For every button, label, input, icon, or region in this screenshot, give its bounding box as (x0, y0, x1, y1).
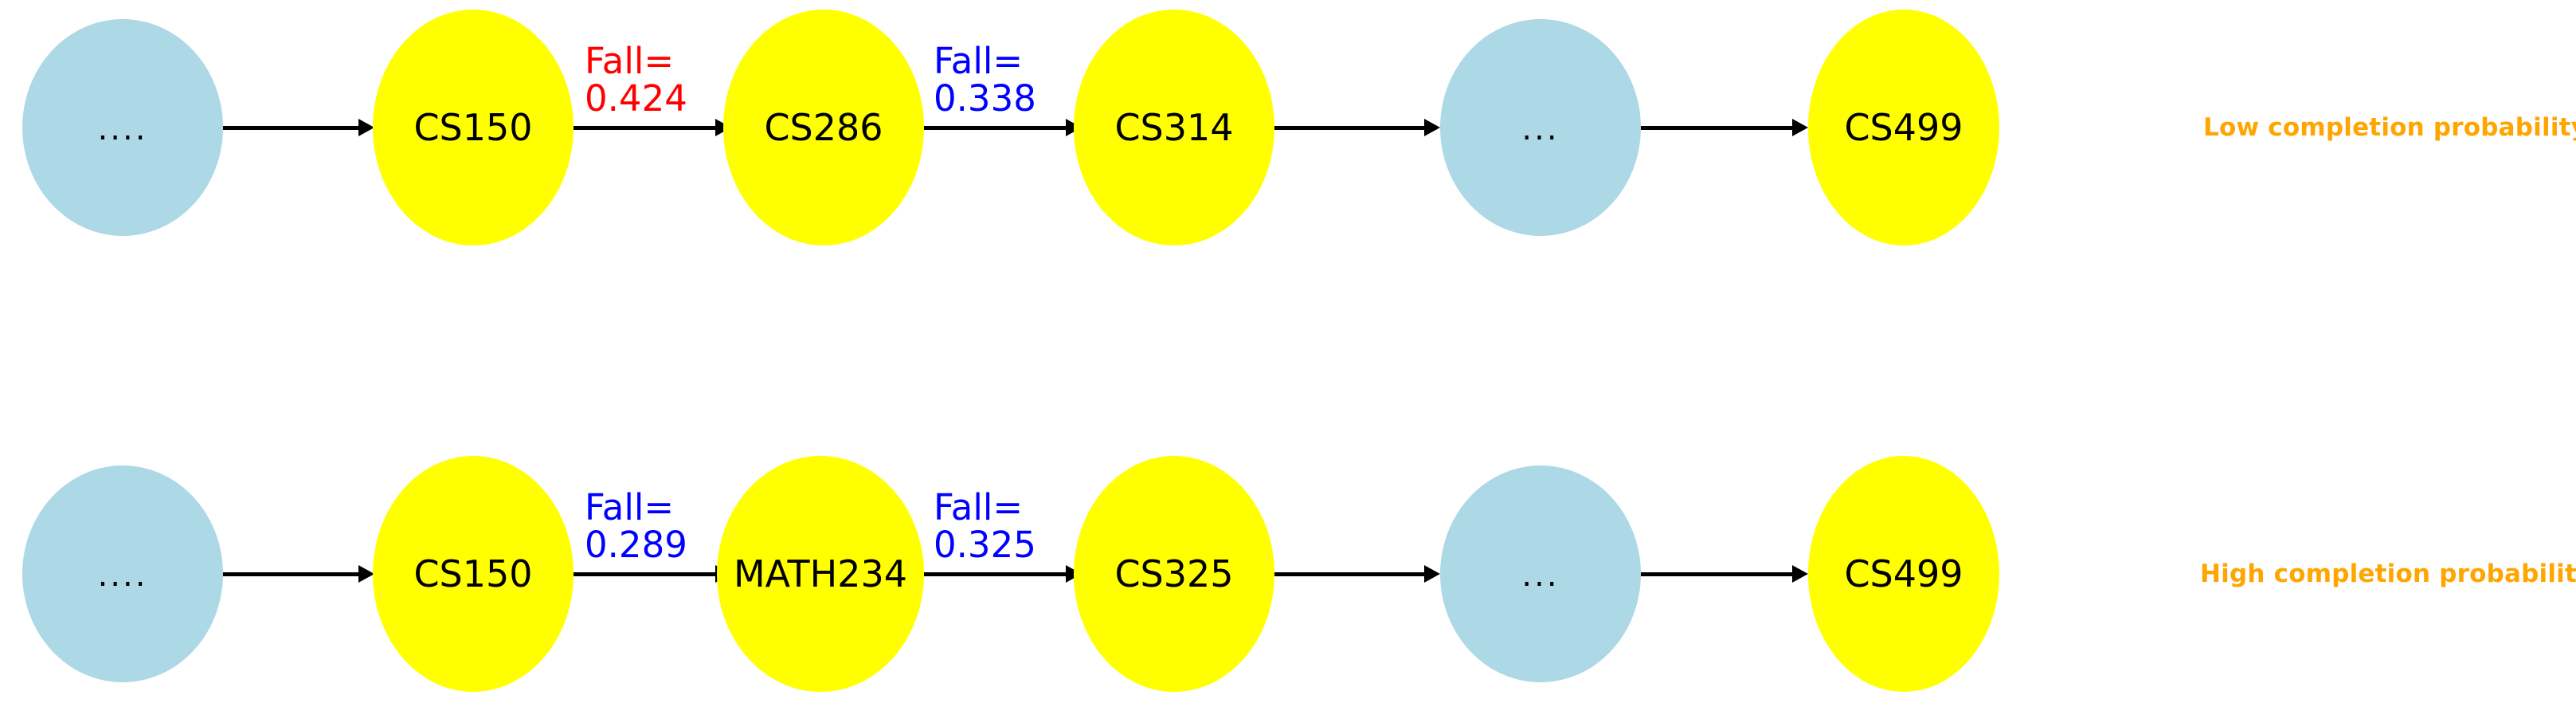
edge-line (574, 572, 717, 576)
edge-label-fall-0289: Fall= 0.289 (585, 453, 687, 564)
arrow-head-icon (358, 119, 374, 136)
edge-label-text: Fall= 0.424 (585, 40, 687, 120)
node-label: CS499 (1844, 552, 1963, 595)
node-label: CS150 (413, 552, 533, 595)
edge-line (1274, 572, 1426, 576)
edge-label-text: Fall= 0.289 (585, 486, 687, 566)
edge-line (924, 126, 1067, 130)
node-label: CS499 (1844, 106, 1963, 149)
node-label: CS286 (764, 106, 883, 149)
node-label: CS325 (1114, 552, 1234, 595)
node-placeholder-start-low[interactable]: .... (22, 19, 223, 236)
node-course-cs150-high[interactable]: CS150 (373, 456, 574, 692)
node-placeholder-mid-low[interactable]: ... (1440, 19, 1641, 236)
node-course-math234-high[interactable]: MATH234 (717, 456, 924, 692)
node-course-cs325-high[interactable]: CS325 (1074, 456, 1274, 692)
edge-line (223, 126, 360, 130)
arrow-head-icon (1792, 119, 1808, 136)
node-course-cs150-low[interactable]: CS150 (373, 10, 574, 245)
edge-line (924, 572, 1067, 576)
arrow-head-icon (1792, 565, 1808, 583)
legend-low-completion: Low completion probability (2203, 113, 2576, 142)
edge-label-fall-0338: Fall= 0.338 (934, 6, 1036, 117)
edge-label-fall-0424: Fall= 0.424 (585, 6, 687, 117)
legend-text: High completion probability (2200, 560, 2576, 588)
node-course-cs499-low[interactable]: CS499 (1808, 10, 1999, 245)
node-label: ... (1521, 557, 1560, 594)
node-course-cs499-high[interactable]: CS499 (1808, 456, 1999, 692)
node-course-cs314-low[interactable]: CS314 (1074, 10, 1274, 245)
node-label: MATH234 (733, 552, 908, 595)
edge-line (1641, 126, 1794, 130)
edge-line (1274, 126, 1426, 130)
edge-label-text: Fall= 0.325 (934, 486, 1036, 566)
node-label: ... (1521, 111, 1560, 147)
node-label: .... (97, 557, 148, 594)
edge-line (1641, 572, 1794, 576)
legend-text: Low completion probability (2203, 113, 2576, 142)
legend-high-completion: High completion probability (2200, 560, 2576, 588)
edge-line (223, 572, 360, 576)
arrow-head-icon (1424, 565, 1440, 583)
pathway-row-low-completion: .... CS150 Fall= 0.424 CS286 Fall= (0, 0, 2576, 263)
node-label: .... (97, 111, 148, 147)
edge-line (574, 126, 717, 130)
arrow-head-icon (1424, 119, 1440, 136)
pathway-row-high-completion: .... CS150 Fall= 0.289 MATH234 Fal (0, 438, 2576, 707)
node-label: CS150 (413, 106, 533, 149)
node-placeholder-mid-high[interactable]: ... (1440, 465, 1641, 682)
node-label: CS314 (1114, 106, 1234, 149)
node-placeholder-start-high[interactable]: .... (22, 465, 223, 682)
arrow-head-icon (358, 565, 374, 583)
edge-label-fall-0325: Fall= 0.325 (934, 453, 1036, 564)
edge-label-text: Fall= 0.338 (934, 40, 1036, 120)
node-course-cs286-low[interactable]: CS286 (723, 10, 924, 245)
